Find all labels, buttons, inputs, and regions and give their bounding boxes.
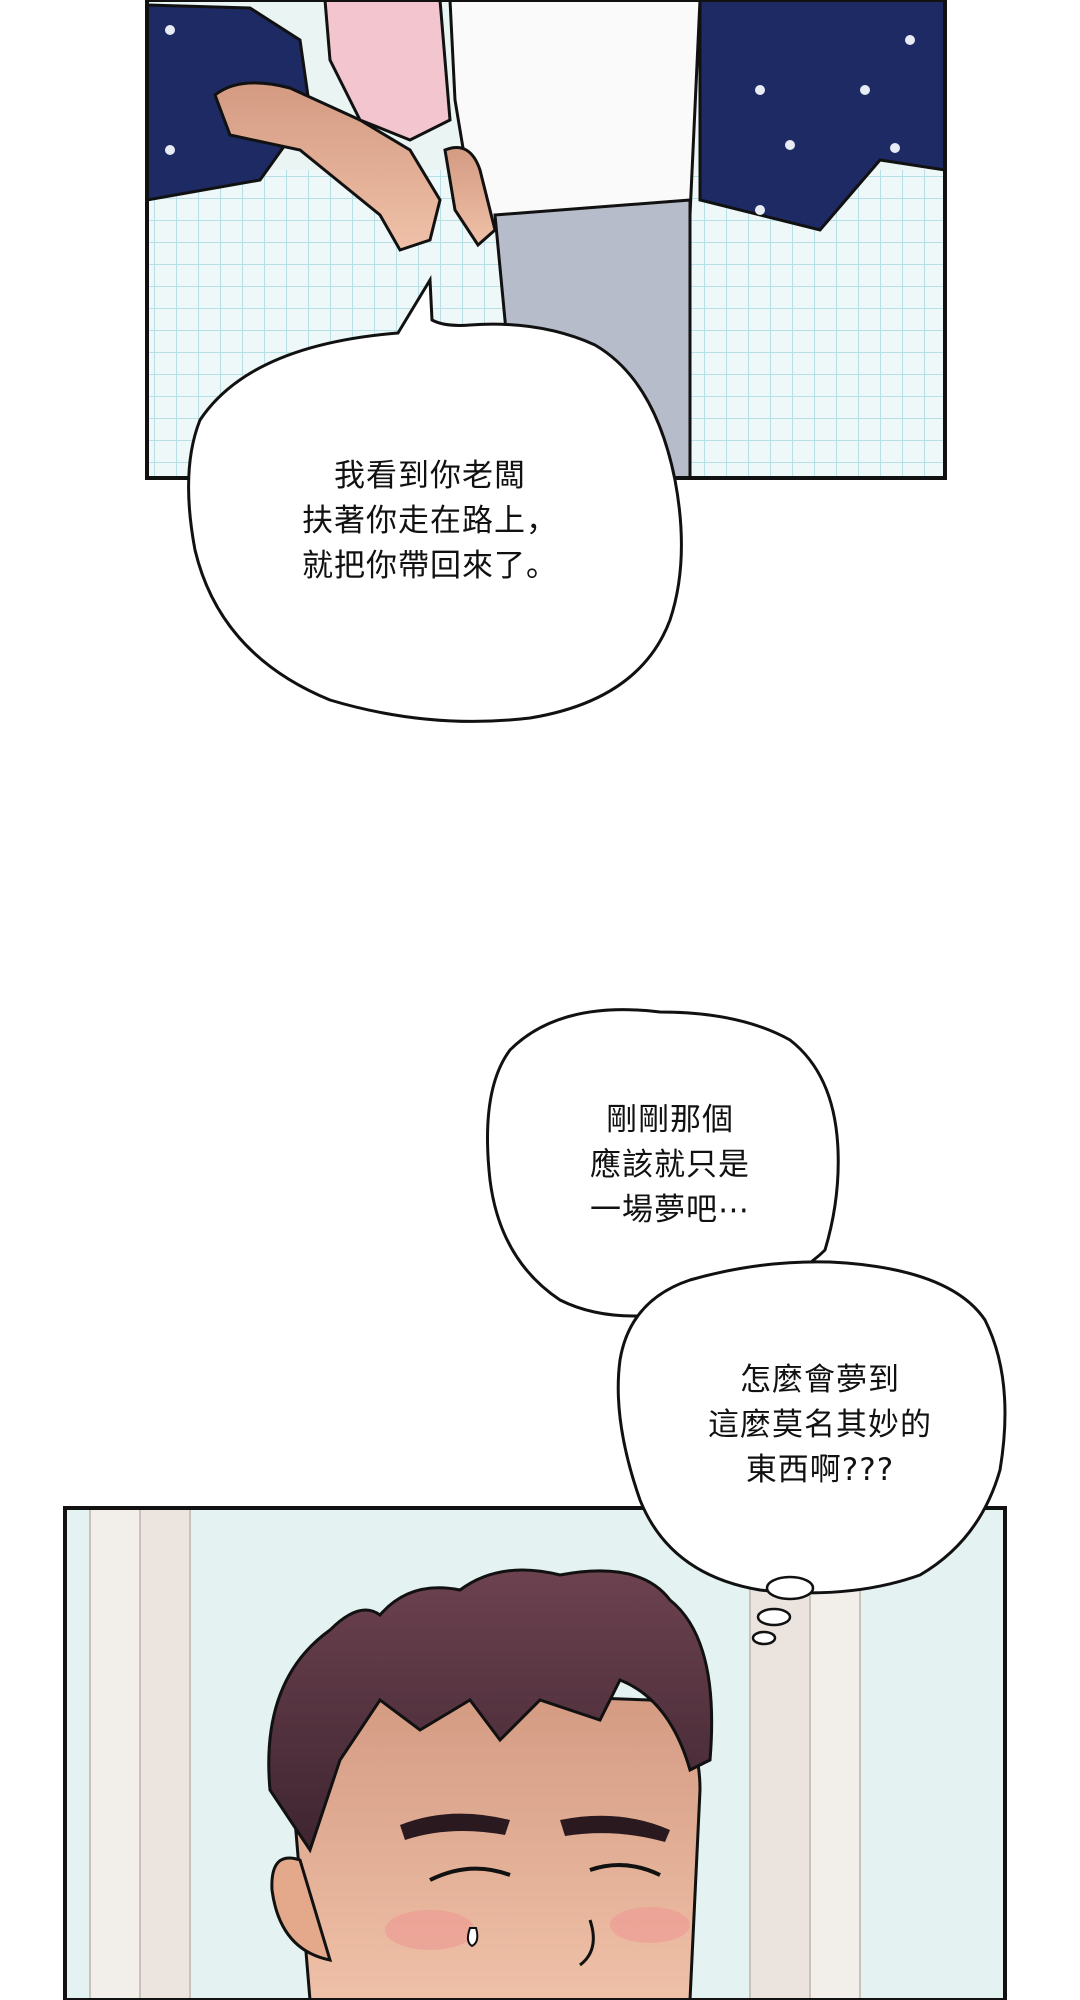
thought-dot-small (751, 1630, 777, 1646)
speech-bubble-1 (187, 275, 683, 723)
thought-bubble-1-text: 剛剛那個 應該就只是 一場夢吧⋯ (590, 1102, 750, 1228)
thought-bubble-2-text: 怎麼會夢到 這麼莫名其妙的 東西啊??? (708, 1362, 932, 1488)
speech-bubble-1-text: 我看到你老闆 扶著你走在路上， 就把你帶回來了。 (302, 458, 558, 584)
thought-dot-medium (756, 1607, 792, 1627)
thought-dot-large (765, 1575, 815, 1601)
